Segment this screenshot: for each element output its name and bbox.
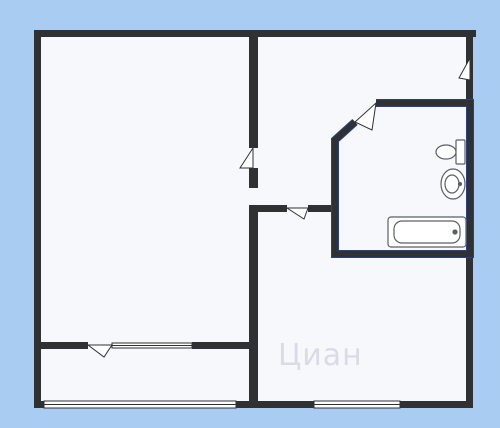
- door-bathroom: [354, 101, 377, 131]
- sink-icon: [440, 168, 466, 200]
- door-balcony: [86, 344, 113, 358]
- windows: [43, 400, 401, 409]
- bathtub-icon: [387, 216, 467, 248]
- door-hallway: [285, 207, 309, 220]
- door-living-room: [239, 146, 254, 169]
- doors: [86, 57, 471, 358]
- toilet-icon: [435, 139, 466, 165]
- bathroom-walls: [331, 99, 474, 258]
- door-entrance: [458, 57, 471, 81]
- balcony-window: [111, 342, 193, 349]
- interior-walls: [38, 34, 336, 405]
